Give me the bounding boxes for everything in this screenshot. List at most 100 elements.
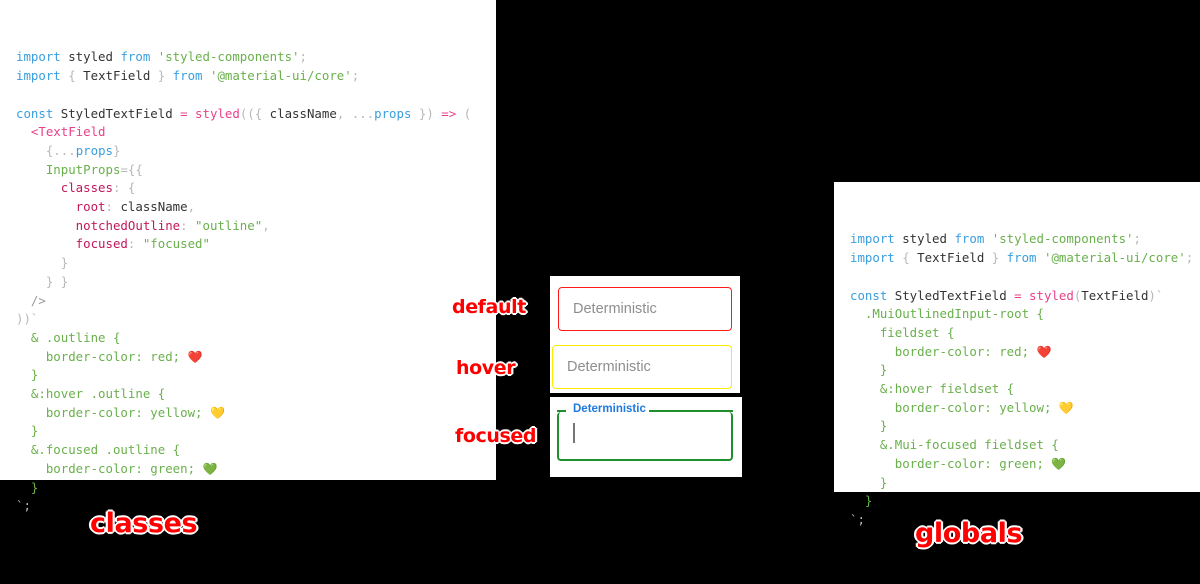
textfield-default[interactable]: Deterministic	[558, 287, 732, 331]
code-token: )`	[1148, 287, 1164, 303]
code-line: `;	[850, 511, 1200, 530]
code-token: ;	[1185, 250, 1194, 266]
code-token: 'styled-components'	[991, 231, 1134, 247]
code-line: InputProps={{	[16, 161, 496, 180]
code-line	[16, 86, 496, 105]
code-token: :	[127, 236, 143, 252]
code-token: from	[954, 231, 992, 247]
code-lines-globals: import styled from 'styled-components';i…	[850, 230, 1200, 529]
code-token: border-color: red;	[16, 348, 188, 364]
code-token: (	[1073, 287, 1082, 303]
code-line: const StyledTextField = styled(TextField…	[850, 287, 1200, 306]
code-line: border-color: red; ❤️	[850, 343, 1200, 362]
code-token: }	[850, 418, 888, 434]
outline-notch-left-segment	[556, 409, 566, 412]
textfield-hover[interactable]: Deterministic	[552, 345, 732, 389]
code-block-classes: import styled from 'styled-components';i…	[0, 0, 496, 513]
textfield-hover-value: Deterministic	[567, 359, 651, 375]
code-line: border-color: red; ❤️	[16, 348, 496, 367]
code-token: }	[991, 250, 1000, 266]
code-token: ={{	[120, 161, 143, 177]
code-token: ;	[299, 49, 307, 65]
textfield-focused[interactable]: Deterministic	[556, 403, 734, 461]
code-line: {...props}	[16, 142, 496, 161]
code-token: className	[120, 199, 188, 215]
code-line: &.Mui-focused fieldset {	[850, 436, 1200, 455]
code-token: =>	[433, 105, 464, 121]
textfield-focused-floating-label: Deterministic	[570, 403, 649, 415]
code-line: }	[850, 474, 1200, 493]
code-token: border-color: red;	[850, 343, 1037, 359]
code-token: }	[850, 493, 873, 509]
code-token: "focused"	[142, 236, 210, 252]
code-token: }	[850, 362, 888, 378]
code-token: StyledTextField	[894, 287, 1015, 303]
code-line: }	[850, 492, 1200, 511]
code-token: TextField	[1081, 287, 1149, 303]
code-line: import styled from 'styled-components';	[850, 230, 1200, 249]
code-line: &:hover .outline {	[16, 385, 496, 404]
code-token: InputProps	[16, 161, 121, 177]
code-token: =	[180, 105, 196, 121]
code-token: 💛	[1058, 400, 1074, 415]
code-token: :	[105, 199, 121, 215]
code-token: .MuiOutlinedInput-root {	[850, 306, 1044, 322]
annotation-default: default	[452, 296, 526, 318]
code-token: } }	[16, 273, 69, 289]
code-token: TextField	[909, 250, 992, 266]
code-token: =	[1014, 287, 1030, 303]
code-token: }	[850, 474, 888, 490]
code-line: &.focused .outline {	[16, 441, 496, 460]
code-token: styled	[902, 231, 955, 247]
code-token: ,	[262, 217, 270, 233]
code-token: }	[16, 423, 39, 439]
code-token: ;	[351, 68, 360, 84]
code-token: fieldset {	[850, 324, 955, 340]
code-token: 💛	[209, 405, 225, 420]
code-line: fieldset {	[850, 324, 1200, 343]
outline-notch-right-segment	[640, 409, 734, 412]
code-token: import	[16, 68, 69, 84]
code-line: <TextField	[16, 123, 496, 142]
code-line: }	[16, 422, 496, 441]
code-line: &:hover fieldset {	[850, 380, 1200, 399]
code-token: 💚	[202, 461, 218, 476]
text-caret	[573, 423, 575, 443]
code-token: border-color: green;	[16, 460, 203, 476]
code-token: 💚	[1051, 456, 1067, 471]
code-token: const	[850, 287, 895, 303]
code-token: classes	[16, 180, 113, 196]
code-token: ))`	[16, 311, 39, 327]
code-token: :	[180, 217, 196, 233]
code-token: ...	[344, 105, 375, 121]
code-line: }	[16, 254, 496, 273]
code-line: border-color: green; 💚	[850, 455, 1200, 474]
annotation-classes-title: classes	[90, 508, 198, 539]
code-line: border-color: yellow; 💛	[850, 399, 1200, 418]
code-line: border-color: yellow; 💛	[16, 404, 496, 423]
code-token: <TextField	[16, 124, 106, 140]
code-line: focused: "focused"	[16, 235, 496, 254]
annotation-focused: focused	[455, 425, 537, 447]
code-token: StyledTextField	[60, 105, 181, 121]
code-token: }	[16, 255, 69, 271]
code-token: }	[157, 68, 166, 84]
code-token: notchedOutline	[16, 217, 181, 233]
code-token: &.focused .outline {	[16, 442, 181, 458]
code-token: styled	[1029, 287, 1074, 303]
code-token: '@material-ui/core'	[1043, 250, 1186, 266]
code-line: ))`	[16, 310, 496, 329]
code-token: />	[16, 292, 46, 308]
code-line: & .outline {	[16, 329, 496, 348]
code-line: }	[850, 361, 1200, 380]
code-token: ;	[1133, 231, 1141, 247]
code-block-globals: import styled from 'styled-components';i…	[834, 182, 1200, 527]
code-token: "outline"	[195, 217, 263, 233]
code-token: }	[113, 142, 121, 158]
code-token: TextField	[75, 68, 158, 84]
code-lines-classes: import styled from 'styled-components';i…	[16, 48, 496, 516]
code-token: (	[463, 105, 472, 121]
code-token: &.Mui-focused fieldset {	[850, 437, 1059, 453]
code-line: } }	[16, 273, 496, 292]
code-line: import { TextField } from '@material-ui/…	[16, 67, 496, 86]
